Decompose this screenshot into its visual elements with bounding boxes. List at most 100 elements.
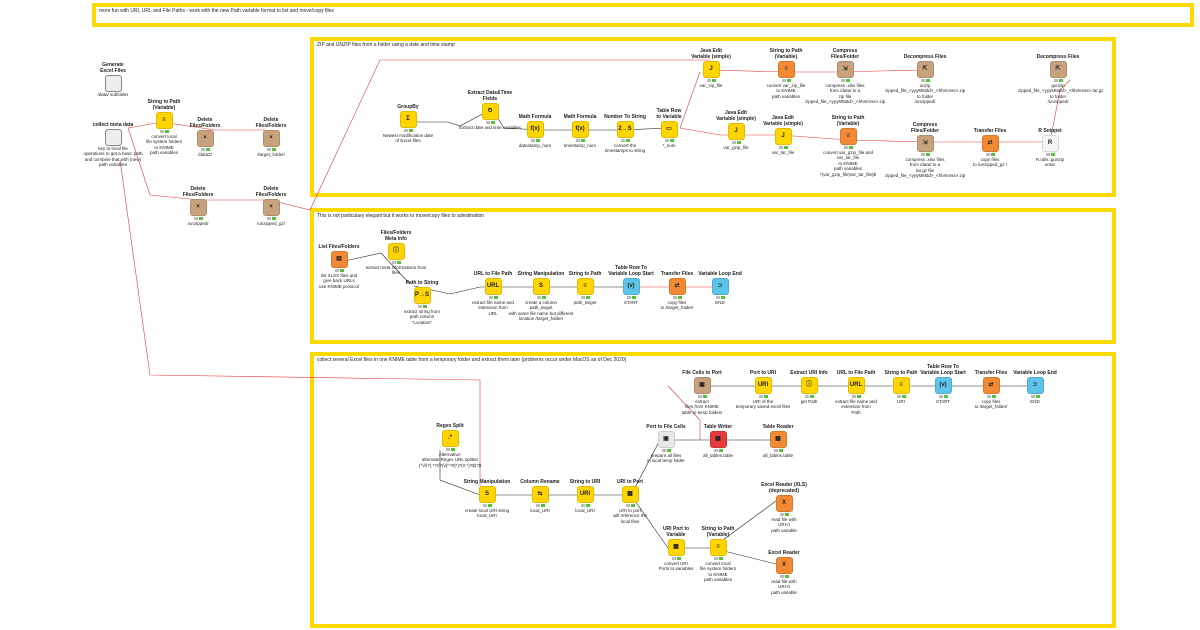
string-to-uri-icon: URI <box>576 486 594 503</box>
decompress-icon: ⇱ <box>1049 61 1067 78</box>
file-cells-to-port-icon: ▣ <box>693 377 711 394</box>
node-string-to-path-zip[interactable]: String to Path (Variable)≡convert var_zi… <box>766 48 806 99</box>
generate-excel-files-node[interactable]: Generate Excel Files /data/ subfolder <box>73 62 153 97</box>
loop-end-icon: ⊃ <box>711 278 729 295</box>
node-compress-zip[interactable]: Compress Files/Folder⇲compress .xlsx fil… <box>805 48 886 105</box>
node-transfer-files-2[interactable]: Transfer Files⇄copy files to /target_fol… <box>974 370 1008 410</box>
node-regex-split[interactable]: Regex Split.*Alternative: alternate Rege… <box>418 423 482 468</box>
node-port-to-file-cells[interactable]: Port to File Cells▣prepare all files in … <box>646 424 686 464</box>
node-uri-to-port[interactable]: URI to Port▦URI to port will reference t… <box>612 479 648 524</box>
meta-info-icon: ⓘ <box>387 243 405 260</box>
loop-start-icon: (v) <box>622 278 640 295</box>
node-transfer-files[interactable]: Transfer Files⇄copy files to /target_fol… <box>660 271 694 311</box>
number-to-string-icon: 2→S <box>616 121 634 138</box>
transfer-files-icon: ⇄ <box>982 377 1000 394</box>
string-manipulation-icon: S <box>478 486 496 503</box>
node-title: collect meta data <box>92 122 134 128</box>
node-compress-gz[interactable]: Compress Files/Folder⇲compress .xlsx fil… <box>885 122 966 179</box>
node-string-to-path-2[interactable]: String to Path≡URI <box>884 370 918 404</box>
string-to-path-icon: ≡ <box>709 539 727 556</box>
node-loop-end-2[interactable]: Variable Loop End⊃END <box>1013 370 1057 404</box>
column-rename-icon: ⇆ <box>531 486 549 503</box>
node-delete-unzipped[interactable]: Delete Files/Folders×/unzipped/ <box>182 186 214 226</box>
metanode-icon <box>104 129 122 146</box>
java-snippet-icon: J <box>774 128 792 145</box>
node-loop-start[interactable]: Table Row To Variable Loop Start(v)START <box>608 265 654 305</box>
java-snippet-icon: J <box>727 123 745 140</box>
table-reader-icon: ▦ <box>769 431 787 448</box>
node-table-writer[interactable]: Table Writer▦all_tables.table <box>702 424 734 458</box>
decompress-icon: ⇱ <box>916 61 934 78</box>
url-to-path-icon: URL <box>847 377 865 394</box>
port-to-uri-icon: URI <box>754 377 772 394</box>
path-to-string-icon: P→S <box>413 287 431 304</box>
transfer-files-icon: ⇄ <box>668 278 686 295</box>
node-table-reader[interactable]: Table Reader▦all_tables.table <box>762 424 794 458</box>
string-to-path-icon: ≡ <box>155 112 173 129</box>
node-loop-end[interactable]: Variable Loop End⊃END <box>698 271 742 305</box>
list-files-icon: ▤ <box>330 251 348 268</box>
node-loop-start-2[interactable]: Table Row To Variable Loop Start(v)START <box>920 364 966 404</box>
node-delete-data2[interactable]: Delete Files/Folders×/data2/ <box>189 117 221 157</box>
collect-meta-data-node[interactable]: collect meta data key to local file oper… <box>73 122 153 168</box>
node-extract-datetime[interactable]: Extract Date&Time Fields⏲Extract date an… <box>459 90 521 130</box>
node-column-rename[interactable]: Column Rename⇆local_URI <box>520 479 560 513</box>
node-string-to-path-gzip[interactable]: String to Path (Variable)≡convert var_gz… <box>820 115 876 177</box>
annotation-excel: collect several Excel files in one KNIME… <box>310 352 1116 628</box>
java-snippet-icon: J <box>702 61 720 78</box>
metanode-icon <box>104 75 122 92</box>
node-list-files[interactable]: List Files/Folders▤list XLSX files and g… <box>318 244 360 289</box>
string-manipulation-icon: S <box>532 278 550 295</box>
node-decompress-zip[interactable]: Decompress Files⇱unzip zipped_file_<yyyM… <box>885 54 966 105</box>
string-to-path-icon: ≡ <box>777 61 795 78</box>
node-delete-target[interactable]: Delete Files/Folders×/target_folder/ <box>255 117 287 157</box>
math-formula-icon: f(x) <box>571 121 589 138</box>
node-file-cells-to-port[interactable]: File Cells to Port▣extract files from KN… <box>681 370 723 415</box>
uri-to-port-icon: ▦ <box>621 486 639 503</box>
node-uri-port-to-variable[interactable]: URI Port to Variable▦convert URI Ports t… <box>658 526 694 572</box>
regex-split-icon: .* <box>441 430 459 447</box>
excel-reader-icon: X <box>775 495 793 512</box>
loop-start-icon: (v) <box>934 377 952 394</box>
node-desc: key to local file operations to get a ba… <box>83 146 143 168</box>
loop-end-icon: ⊃ <box>1026 377 1044 394</box>
node-delete-unzipped-gz[interactable]: Delete Files/Folders×/unzipped_gz/ <box>255 186 287 226</box>
url-to-path-icon: URL <box>484 278 502 295</box>
excel-reader-icon: X <box>775 557 793 574</box>
math-formula-icon: f(x) <box>526 121 544 138</box>
node-transfer-gz[interactable]: Transfer Files⇄copy files to /unzipped_g… <box>972 128 1008 168</box>
annotation-move: This is not particulary elegant but it w… <box>310 208 1116 344</box>
node-desc: /data/ subfolder <box>97 92 129 97</box>
node-string-to-path[interactable]: String to Path≡path_target <box>568 271 602 305</box>
node-title: Generate Excel Files <box>100 62 126 74</box>
node-string-to-path-var-2[interactable]: String to Path (Variable)≡convert local … <box>699 526 736 583</box>
node-string-to-path-var[interactable]: String to Path (Variable)≡convert local … <box>145 99 182 156</box>
delete-files-icon: × <box>196 130 214 147</box>
node-table-row-to-variable[interactable]: Table Row to Variable▭*_num <box>656 108 682 148</box>
extract-uri-icon: ⓘ <box>800 377 818 394</box>
compress-icon: ⇲ <box>836 61 854 78</box>
annotation-top: more fun with URI, URL and File Paths - … <box>92 3 1194 27</box>
string-to-path-icon: ≡ <box>892 377 910 394</box>
table-row-variable-icon: ▭ <box>660 121 678 138</box>
node-decompress-gz[interactable]: Decompress Files⇱gunzip zipped_file_<yyy… <box>1018 54 1104 105</box>
